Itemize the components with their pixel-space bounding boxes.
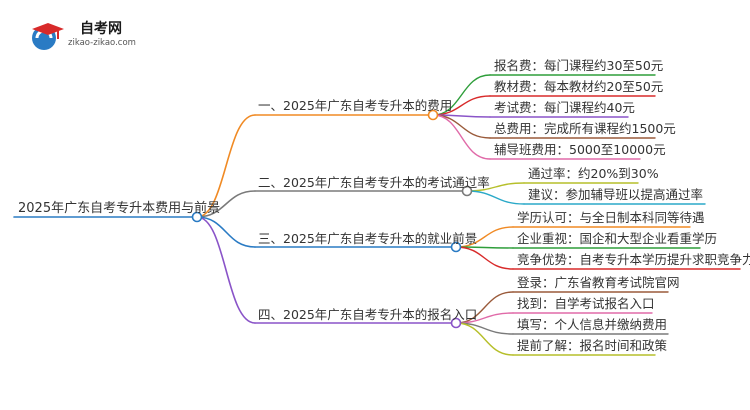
branch-node-employment[interactable] (450, 241, 462, 253)
branch-node-fees[interactable] (427, 109, 439, 121)
edge-root-to-registration (196, 216, 256, 324)
leaf-label-degree-recognition: 学历认可：与全日制本科同等待遇 (517, 210, 705, 225)
graduation-cap-icon (32, 23, 64, 50)
branch-label-registration: 四、2025年广东自考专升本的报名入口 (258, 307, 478, 322)
edge-root-to-employment (196, 216, 256, 248)
root-node[interactable] (191, 211, 203, 223)
edge-pass-rate-leaf-1 (466, 190, 525, 205)
leaf-label-learn-ahead: 提前了解：报名时间和政策 (517, 338, 668, 353)
site-logo[interactable]: 自考网 zikao-zikao.com (28, 18, 178, 58)
leaf-label-suggestion: 建议：参加辅导班以提高通过率 (528, 187, 704, 202)
leaf-label-pass-rate: 通过率：约20%到30% (528, 166, 659, 181)
leaf-label-registration-fee: 报名费：每门课程约30至50元 (494, 58, 664, 73)
branch-node-registration[interactable] (450, 317, 462, 329)
leaf-label-exam-fee: 考试费：每门课程约40元 (494, 100, 635, 115)
edge-fees-leaf-3 (432, 114, 491, 139)
leaf-label-find-entry: 找到：自学考试报名入口 (517, 296, 655, 311)
edge-root-to-fees (196, 114, 256, 218)
root-node-label: 2025年广东自考专升本费用与前景 (18, 201, 221, 216)
branch-node-pass-rate[interactable] (461, 185, 473, 197)
edge-fees-leaf-4 (432, 114, 491, 160)
branch-label-pass-rate: 二、2025年广东自考专升本的考试通过率 (258, 175, 490, 190)
leaf-label-textbook-fee: 教材费：每本教材约20至50元 (494, 79, 664, 94)
logo-name: 自考网 (80, 21, 122, 37)
branch-label-employment: 三、2025年广东自考专升本的就业前景 (258, 231, 478, 246)
edge-employment-leaf-2 (455, 246, 514, 270)
logo-url: zikao-zikao.com (68, 38, 136, 48)
branch-label-fees: 一、2025年广东自考专升本的费用 (258, 98, 453, 113)
edge-registration-leaf-3 (455, 322, 514, 356)
leaf-label-fill-info: 填写：个人信息并缴纳费用 (517, 317, 668, 332)
leaf-label-employer-attention: 企业重视：国企和大型企业看重学历 (517, 231, 718, 246)
edge-root-to-pass-rate (196, 190, 256, 218)
leaf-label-competitive-edge: 竞争优势：自考专升本学历提升求职竞争力 (517, 252, 750, 267)
leaf-label-total-fee: 总费用：完成所有课程约1500元 (494, 121, 676, 136)
leaf-label-tutoring-fee: 辅导班费用：5000至10000元 (494, 142, 666, 157)
leaf-label-login: 登录：广东省教育考试院官网 (517, 275, 680, 290)
